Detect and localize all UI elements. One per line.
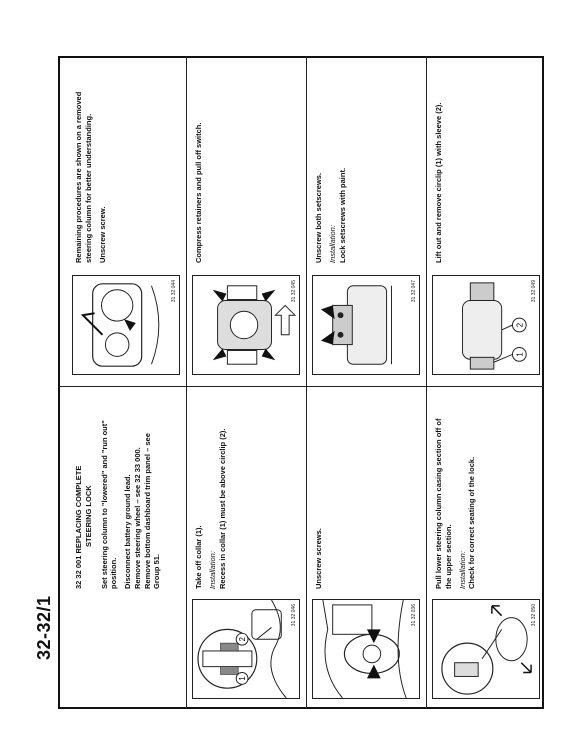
setscrews-illustration xyxy=(320,285,392,365)
section-step-b: Remove steering wheel – see 32 33 000. xyxy=(132,447,142,589)
procedure-row-3: 31 32 036 Unscrew screws. 31 32 047 Un xyxy=(308,56,428,709)
section-step-c: Remove bottom dashboard trim panel – see… xyxy=(142,433,162,589)
column-casing-illustration xyxy=(441,605,532,695)
figure-31-32-044: 31 32 044 xyxy=(72,275,180,375)
step-text: Lift out and remove circlip (1) with sle… xyxy=(434,73,448,263)
installation-text: Check for correct seating of the lock. xyxy=(467,456,477,589)
step-text: Compress retainers and pull off switch. xyxy=(194,73,208,263)
dashboard-screws-illustration xyxy=(322,600,407,698)
instruction-a: Remaining procedures are shown on a remo… xyxy=(74,91,93,263)
figure-code: 31 32 044 xyxy=(170,280,177,303)
step-text: Take off collar (1). Installation: Reces… xyxy=(194,414,231,589)
instruction-b: Unscrew screw. xyxy=(97,206,107,263)
instruction: Compress retainers and pull off switch. xyxy=(194,122,203,263)
step-text: Unscrew screws. xyxy=(314,414,328,589)
page-frame xyxy=(58,56,544,709)
steering-column-screw-illustration xyxy=(80,283,160,367)
callout-1: 1 xyxy=(515,352,524,356)
section-header-text: 32 32 001 REPLACING COMPLETE STEERING LO… xyxy=(74,414,166,589)
figure-code: 31 32 049 xyxy=(530,280,537,303)
instruction: Take off collar (1). xyxy=(194,525,203,589)
section-heading: 32 32 001 REPLACING COMPLETE STEERING LO… xyxy=(74,414,94,589)
installation-text: Lock setscrews with paint. xyxy=(337,167,347,263)
figure-code: 31 32 046 xyxy=(290,604,297,627)
callout-1: 1 xyxy=(238,676,247,680)
step-text: Unscrew both setscrews. Installation: Lo… xyxy=(314,73,351,263)
figure-31-32-036: 31 32 036 xyxy=(312,599,420,699)
installation-label: Installation: xyxy=(207,551,217,589)
instruction: Pull lower steering column casing sectio… xyxy=(434,418,453,589)
callout-2: 2 xyxy=(515,323,524,327)
instruction: Lift out and remove circlip (1) with sle… xyxy=(434,102,443,263)
instruction: Unscrew both setscrews. xyxy=(314,172,323,263)
figure-code: 31 32 045 xyxy=(290,280,297,303)
procedure-row-2: 1 2 31 32 046 Take off collar (1). Insta… xyxy=(188,56,308,709)
installation-label: Installation: xyxy=(327,225,337,263)
figure-31-32-045: 31 32 045 xyxy=(192,275,300,375)
figure-31-32-046: 1 2 31 32 046 xyxy=(192,599,300,699)
figure-31-32-050: 31 32 050 xyxy=(432,599,540,699)
installation-text: Recess in collar (1) must be above circl… xyxy=(217,428,227,589)
callout-2: 2 xyxy=(238,637,247,641)
page-code: 32-32/1 xyxy=(34,595,54,660)
section-step-a: Disconnect battery ground lead. xyxy=(123,474,132,589)
collar-circlip-illustration: 1 2 xyxy=(197,600,287,698)
section-number: 32 32 001 xyxy=(74,555,83,589)
circlip-sleeve-illustration: 1 2 xyxy=(461,282,527,370)
rotated-content: 32 32 001 REPLACING COMPLETE STEERING LO… xyxy=(58,56,544,709)
figure-31-32-047: 31 32 047 xyxy=(312,275,420,375)
instruction: Unscrew screws. xyxy=(314,528,323,589)
procedure-row-4: 31 32 050 Pull lower steering column cas… xyxy=(428,56,548,709)
figure-31-32-049: 1 2 31 32 049 xyxy=(432,275,540,375)
switch-retainers-illustration xyxy=(212,285,297,365)
section-intro: Set steering column to "lowered" and "ru… xyxy=(99,420,119,589)
figure-code: 31 32 050 xyxy=(530,604,537,627)
figure-code: 31 32 036 xyxy=(410,604,417,627)
step-text: Pull lower steering column casing sectio… xyxy=(434,414,481,589)
installation-label: Installation: xyxy=(457,551,467,589)
figure-code: 31 32 047 xyxy=(410,280,417,303)
section-title-line2: STEERING LOCK xyxy=(83,485,93,547)
section-title-line1: REPLACING COMPLETE xyxy=(74,465,83,554)
step-text: Remaining procedures are shown on a remo… xyxy=(74,73,111,263)
procedure-row-1: 32 32 001 REPLACING COMPLETE STEERING LO… xyxy=(68,56,188,709)
